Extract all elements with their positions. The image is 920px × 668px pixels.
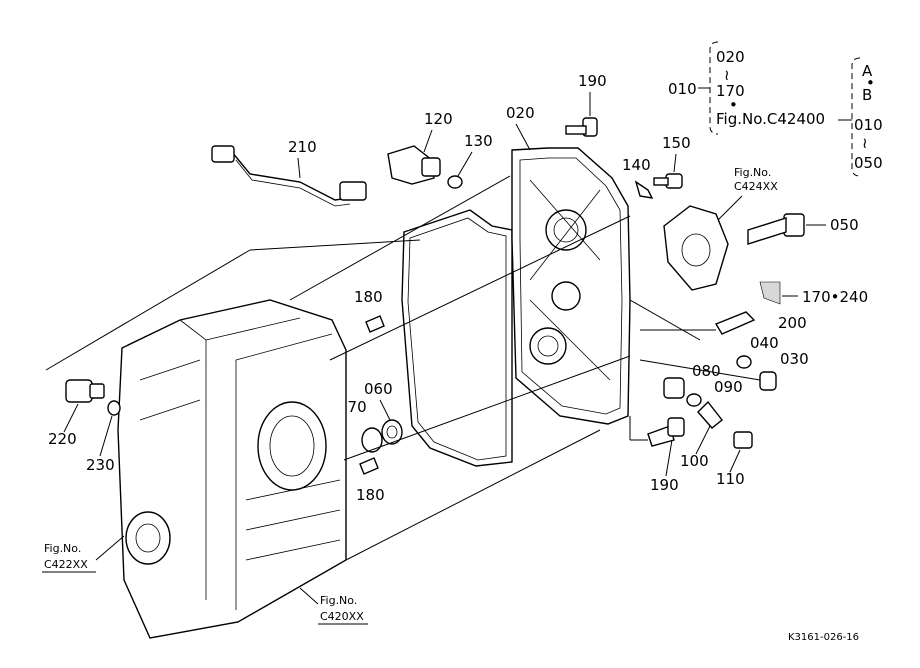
label-100: 100 xyxy=(680,452,709,470)
bolt-190-bottom: 190 xyxy=(647,417,685,494)
cover-boss-lower xyxy=(529,327,567,365)
bolt-050: 050 xyxy=(747,213,859,245)
label-200: 200 xyxy=(778,314,807,332)
label-030: 030 xyxy=(780,350,809,368)
figref-c422: Fig.No. C422XX xyxy=(42,535,125,573)
pipe-fitting-left xyxy=(211,145,235,163)
label-060: 060 xyxy=(364,380,393,398)
transmission-housing xyxy=(117,299,347,639)
bracket-right xyxy=(851,57,861,177)
plate-170-240: 170•240 xyxy=(759,281,868,306)
pipe-fitting-right xyxy=(339,181,367,201)
figref-c424-line2: C424XX xyxy=(734,180,778,193)
label-170-240: 170•240 xyxy=(802,288,868,306)
pipe-tube-edge xyxy=(235,159,351,207)
label-040: 040 xyxy=(750,334,779,352)
bolt-110: 110 xyxy=(716,431,753,488)
oring-090: 090 xyxy=(686,378,743,407)
pin-180-upper: 180 xyxy=(354,288,385,333)
label-220: 220 xyxy=(48,430,77,448)
flange-c424: Fig.No. C424XX xyxy=(663,166,778,291)
figref-c42400: Fig.No.C42400 xyxy=(716,110,825,128)
cover-020: 020 xyxy=(506,104,631,425)
pin-180-lower: 180 xyxy=(356,457,385,504)
adapter-080: 080 xyxy=(663,362,721,399)
label-180-upper: 180 xyxy=(354,288,383,306)
gasket xyxy=(401,209,513,467)
label-120: 120 xyxy=(424,110,453,128)
label-150: 150 xyxy=(662,134,691,152)
fitting-220: 220 xyxy=(48,379,105,448)
oring-040: 040 xyxy=(736,334,779,369)
bolt-150: 150 xyxy=(653,134,691,189)
label-010: 010 xyxy=(668,80,697,98)
figref-c422-line2: C422XX xyxy=(44,558,88,571)
figref-c420-line2: C420XX xyxy=(320,610,364,623)
label-tilde-a: ≀ xyxy=(724,66,730,84)
label-130: 130 xyxy=(464,132,493,150)
key-b: B xyxy=(862,86,872,104)
label-140: 140 xyxy=(622,156,651,174)
label-190-top: 190 xyxy=(578,72,607,90)
oring-130: 130 xyxy=(447,132,493,189)
pipe-210: 210 xyxy=(211,138,367,207)
key-050: 050 xyxy=(854,154,883,172)
key-a: A xyxy=(862,62,873,80)
label-090: 090 xyxy=(714,378,743,396)
label-190-bottom: 190 xyxy=(650,476,679,494)
label-020-range-start: 020 xyxy=(716,48,745,66)
pipe-tube xyxy=(231,151,351,201)
label-180-lower: 180 xyxy=(356,486,385,504)
bolt-200: 200 xyxy=(714,311,807,335)
cover-boss-upper xyxy=(545,209,587,251)
bolt-190-top: 190 xyxy=(565,72,607,137)
figref-c422-line1: Fig.No. xyxy=(44,542,81,555)
oring-230: 230 xyxy=(86,400,121,474)
label-170-range-end: 170 xyxy=(716,82,745,100)
elbow-120: 120 xyxy=(387,110,453,185)
label-210: 210 xyxy=(288,138,317,156)
figref-c420-line1: Fig.No. xyxy=(320,594,357,607)
clip-140: 140 xyxy=(622,156,654,199)
cover-boss-mid xyxy=(551,281,581,311)
label-dot-b: • xyxy=(866,74,875,92)
figref-c420: Fig.No. C420XX xyxy=(299,587,368,625)
elbow-thread xyxy=(421,157,441,177)
label-dot-a: • xyxy=(729,96,738,114)
plug-030: 030 xyxy=(759,350,809,391)
label-110: 110 xyxy=(716,470,745,488)
housing-port xyxy=(125,511,171,565)
gasket-outline xyxy=(401,209,513,467)
housing-bore xyxy=(257,401,327,491)
label-230: 230 xyxy=(86,456,115,474)
label-020: 020 xyxy=(506,104,535,122)
key-010: 010 xyxy=(854,116,883,134)
plate-100: 100 xyxy=(680,400,723,470)
label-tilde-b: ≀ xyxy=(862,134,868,152)
key-block: 010 020 ≀ 170 • Fig.No.C42400 A • B 010 … xyxy=(668,41,883,177)
alignment-lines xyxy=(45,175,761,561)
seal-060: 060 xyxy=(364,380,403,445)
label-050: 050 xyxy=(830,216,859,234)
drawing-id: K3161-026-16 xyxy=(788,632,859,643)
figref-c424-line1: Fig.No. xyxy=(734,166,771,179)
